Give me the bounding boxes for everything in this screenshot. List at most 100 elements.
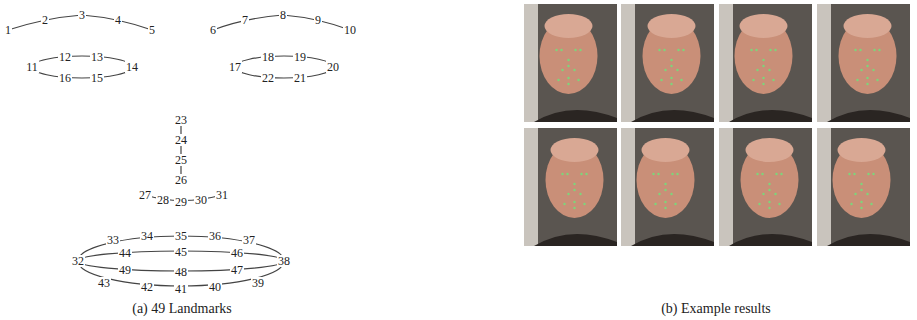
landmark-dot bbox=[670, 83, 672, 85]
landmark-number: 30 bbox=[194, 194, 208, 206]
landmark-number: 10 bbox=[343, 24, 357, 36]
landmark-dot bbox=[567, 59, 569, 61]
landmark-dot bbox=[762, 77, 764, 79]
landmark-dot bbox=[660, 79, 662, 81]
landmark-dot bbox=[752, 79, 754, 81]
landmark-dot bbox=[561, 173, 563, 175]
photo-shoulders bbox=[534, 110, 617, 122]
landmark-dot bbox=[762, 193, 764, 195]
landmark-number: 13 bbox=[90, 51, 104, 63]
landmark-dot bbox=[769, 49, 771, 51]
landmark-number: 47 bbox=[230, 264, 244, 276]
landmark-number: 9 bbox=[314, 14, 322, 26]
landmark-number: 22 bbox=[261, 72, 275, 84]
landmark-dot bbox=[756, 69, 758, 71]
photo-shoulders bbox=[827, 234, 910, 246]
landmark-number: 25 bbox=[174, 154, 188, 166]
landmark-dot bbox=[866, 65, 868, 67]
landmark-dot bbox=[658, 193, 660, 195]
landmark-dot bbox=[664, 201, 666, 203]
landmark-dot bbox=[866, 77, 868, 79]
photo-wall bbox=[719, 4, 733, 122]
example-photo bbox=[817, 128, 910, 246]
photo-forehead bbox=[551, 138, 599, 162]
photo-shoulders bbox=[729, 234, 812, 246]
landmark-dot bbox=[670, 77, 672, 79]
landmark-dot bbox=[768, 201, 770, 203]
photo-forehead bbox=[740, 14, 788, 38]
landmark-dot bbox=[860, 189, 862, 191]
photo-background bbox=[524, 128, 617, 246]
photo-shoulders bbox=[631, 110, 714, 122]
landmark-number: 21 bbox=[293, 72, 307, 84]
photo-background bbox=[719, 4, 812, 122]
landmark-dot bbox=[585, 173, 587, 175]
landmark-number: 16 bbox=[58, 72, 72, 84]
landmark-dot bbox=[768, 189, 770, 191]
landmark-number: 39 bbox=[251, 277, 265, 289]
landmark-dot bbox=[873, 49, 875, 51]
landmark-dot bbox=[866, 59, 868, 61]
landmark-number: 12 bbox=[58, 51, 72, 63]
landmark-dot bbox=[774, 49, 776, 51]
landmark-dot bbox=[682, 49, 684, 51]
landmark-number: 40 bbox=[208, 281, 222, 293]
landmark-dot bbox=[567, 193, 569, 195]
landmark-dot bbox=[567, 65, 569, 67]
landmark-dot bbox=[574, 49, 576, 51]
landmark-dot bbox=[560, 49, 562, 51]
photo-wall bbox=[524, 4, 538, 122]
landmark-dot bbox=[768, 69, 770, 71]
landmark-dot bbox=[677, 49, 679, 51]
landmark-dot bbox=[872, 173, 874, 175]
landmark-dot bbox=[780, 173, 782, 175]
landmark-number: 42 bbox=[140, 281, 154, 293]
landmark-number: 5 bbox=[148, 24, 156, 36]
landmark-dot bbox=[878, 49, 880, 51]
landmark-number: 26 bbox=[174, 174, 188, 186]
landmark-dot bbox=[870, 203, 872, 205]
landmark-dot bbox=[860, 183, 862, 185]
photo-wall bbox=[621, 4, 635, 122]
landmark-dot bbox=[762, 65, 764, 67]
landmark-dot bbox=[654, 203, 656, 205]
photo-forehead bbox=[545, 14, 593, 38]
landmark-number: 7 bbox=[241, 14, 249, 26]
landmark-dot bbox=[658, 49, 660, 51]
landmark-dot bbox=[563, 203, 565, 205]
landmark-number: 46 bbox=[230, 247, 244, 259]
landmark-number: 48 bbox=[174, 266, 188, 278]
photo-shoulders bbox=[534, 234, 617, 246]
landmark-number: 34 bbox=[140, 230, 154, 242]
landmark-dot bbox=[762, 83, 764, 85]
photo-background bbox=[817, 128, 910, 246]
landmark-number: 11 bbox=[25, 61, 39, 73]
figure-caption: (a) 49 Landmarks bbox=[132, 301, 232, 317]
photo-forehead bbox=[648, 14, 696, 38]
landmark-dot bbox=[756, 173, 758, 175]
landmark-dot bbox=[579, 49, 581, 51]
landmark-number: 41 bbox=[174, 283, 188, 295]
landmark-dot bbox=[583, 203, 585, 205]
landmark-number: 38 bbox=[277, 255, 291, 267]
landmark-dot bbox=[573, 201, 575, 203]
landmark-dot bbox=[670, 65, 672, 67]
landmark-dot bbox=[579, 193, 581, 195]
landmark-dot bbox=[670, 59, 672, 61]
landmark-number: 15 bbox=[90, 72, 104, 84]
example-photo bbox=[621, 128, 714, 246]
photo-wall bbox=[817, 128, 831, 246]
landmark-dot bbox=[768, 207, 770, 209]
landmark-number: 14 bbox=[125, 61, 139, 73]
landmark-dot bbox=[853, 173, 855, 175]
landmark-dot bbox=[758, 203, 760, 205]
landmark-number: 23 bbox=[174, 114, 188, 126]
landmark-dot bbox=[775, 173, 777, 175]
landmark-dot bbox=[657, 173, 659, 175]
landmark-dot bbox=[872, 69, 874, 71]
eye-outline bbox=[32, 56, 132, 78]
landmark-dot bbox=[577, 79, 579, 81]
landmark-number: 27 bbox=[138, 189, 152, 201]
landmark-dot bbox=[772, 79, 774, 81]
